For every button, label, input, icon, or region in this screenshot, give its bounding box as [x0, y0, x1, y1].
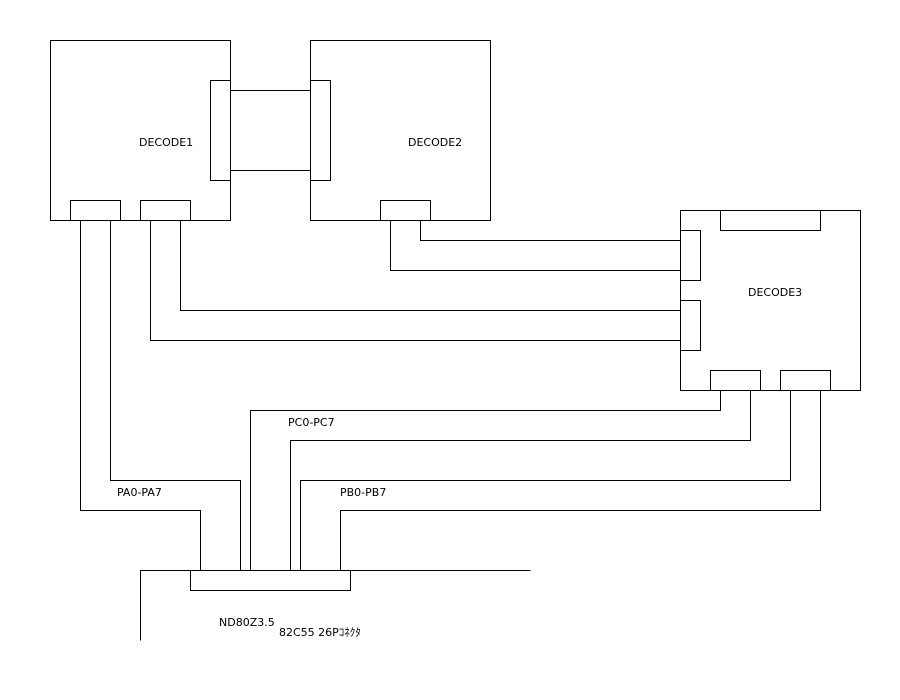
decode3-left-connector-upper [680, 230, 701, 281]
decode3-left-connector-lower [680, 300, 701, 351]
decode2-left-connector [310, 80, 331, 181]
decode2-decode3-cable [390, 220, 681, 271]
decode1-connector-b [140, 200, 191, 221]
host-name-label: ND80Z3.5 [219, 616, 275, 629]
decode3-label: DECODE3 [748, 286, 802, 299]
decode2-outline [310, 40, 491, 221]
host-board: ND80Z3.5 82C55 26Pｺﾈｸﾀ [140, 570, 531, 641]
decode3-outline [680, 210, 861, 391]
decode3-board: DECODE3 [680, 210, 861, 391]
host-board-edge [140, 570, 531, 641]
pb-signal-label: PB0-PB7 [340, 486, 386, 499]
pb-cable [300, 390, 821, 571]
decode1-board: DECODE1 [50, 40, 231, 221]
host-connector-label: 82C55 26Pｺﾈｸﾀ [279, 626, 361, 639]
decode3-bottom-connector-b [780, 370, 831, 391]
decode1-connector-a [70, 200, 121, 221]
decode1-decode2-cable [230, 90, 311, 171]
decode1-outline [50, 40, 231, 221]
decode2-bottom-connector [380, 200, 431, 221]
decode3-bottom-connector-a [710, 370, 761, 391]
decode2-label: DECODE2 [408, 136, 462, 149]
pa-signal-label: PA0-PA7 [117, 486, 162, 499]
decode1-label: DECODE1 [139, 136, 193, 149]
host-26p-connector [190, 570, 351, 591]
decode3-top-connector [720, 210, 821, 231]
decode1-decode3-cable [150, 220, 681, 341]
pa-cable [80, 220, 241, 571]
decode2-board: DECODE2 [310, 40, 491, 221]
decode1-right-connector [210, 80, 231, 181]
pc-cable [250, 390, 751, 571]
pc-signal-label: PC0-PC7 [288, 416, 335, 429]
